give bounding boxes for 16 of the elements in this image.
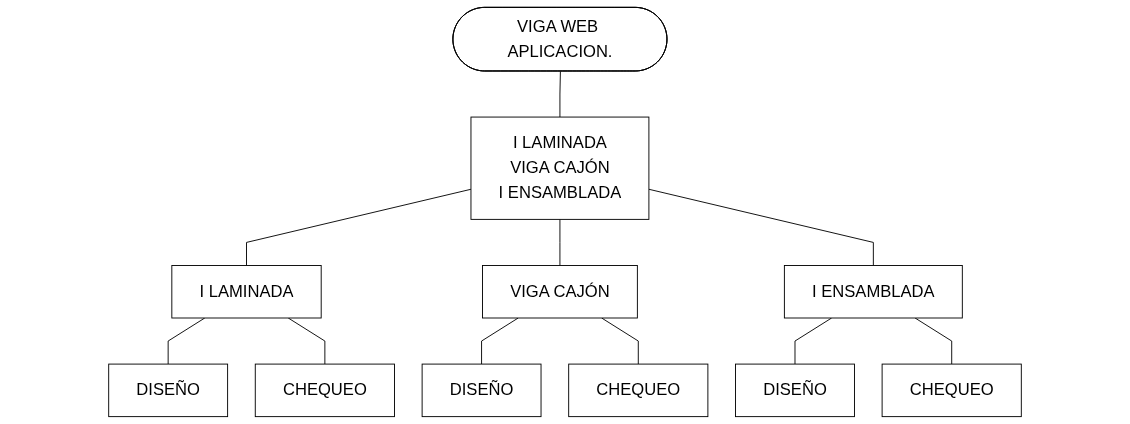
node-box: I ENSAMBLADA [783,265,963,319]
node-box: CHEQUEO [881,363,1022,418]
node-box: DISEÑO [108,363,229,418]
connector [559,70,561,118]
node-box: DISEÑO [735,363,855,418]
connector [246,188,472,266]
node-box: I LAMINADA VIGA CAJÓN I ENSAMBLADA [470,116,650,220]
node-box: DISEÑO [421,363,542,418]
connector [559,218,561,266]
node-box: CHEQUEO [568,363,709,418]
connector [481,317,519,365]
node-box: CHEQUEO [254,363,395,418]
connector [648,188,874,266]
node-box: VIGA CAJÓN [482,265,638,319]
node-box: I LAMINADA [171,265,322,319]
connector [601,317,639,365]
